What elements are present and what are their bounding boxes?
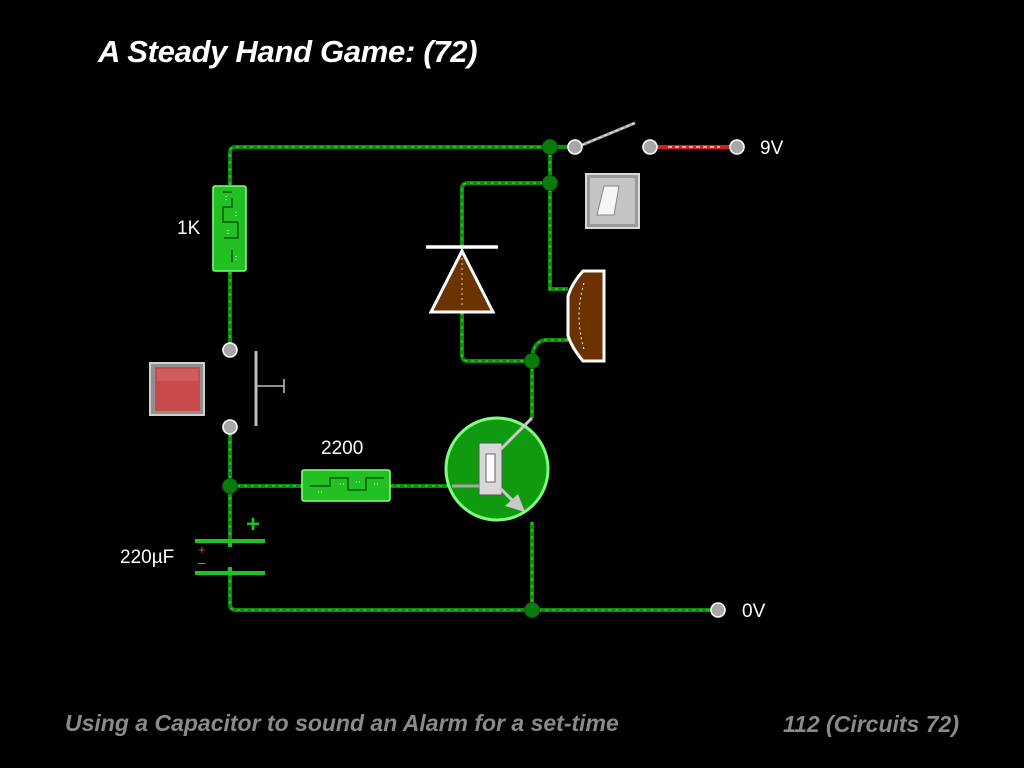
label-1k: 1K	[177, 218, 201, 239]
cap-small-plus: +	[198, 542, 206, 557]
slide-caption: Using a Capacitor to sound an Alarm for …	[65, 710, 619, 736]
switch-terminal-right	[642, 139, 658, 155]
cap-small-minus: –	[198, 555, 206, 570]
resistor-2200	[301, 469, 391, 502]
diode-icon	[426, 245, 498, 314]
label-9v: 9V	[760, 138, 784, 159]
capacitor-icon	[195, 539, 265, 575]
pushswitch-terminal-bottom	[222, 419, 238, 435]
terminal-9v	[729, 139, 745, 155]
label-2200: 2200	[321, 438, 363, 459]
resistor-1k	[212, 185, 247, 272]
page-reference: 112 (Circuits 72)	[783, 711, 959, 737]
slide-title: A Steady Hand Game: (72)	[98, 34, 478, 69]
node-diode-top	[542, 175, 558, 191]
node-collector	[524, 353, 540, 369]
node-base-junction	[222, 478, 238, 494]
transistor-icon	[444, 416, 550, 522]
label-220uf: 220µF	[120, 547, 174, 568]
terminal-0v	[710, 602, 726, 618]
buzzer-icon	[566, 269, 606, 363]
switch-terminal-left	[567, 139, 583, 155]
push-switch-contact	[254, 351, 285, 426]
push-button-icon[interactable]	[149, 362, 205, 416]
junction-nodes	[222, 139, 558, 618]
label-0v: 0V	[742, 601, 766, 622]
node-bottom-rail	[524, 602, 540, 618]
switch-icon[interactable]	[581, 121, 636, 147]
node-top-rail	[542, 139, 558, 155]
cap-plus-sign: +	[246, 511, 260, 538]
pushswitch-terminal-top	[222, 342, 238, 358]
wires	[228, 145, 737, 612]
toggle-switch-icon[interactable]	[585, 173, 640, 229]
terminals	[222, 139, 745, 618]
